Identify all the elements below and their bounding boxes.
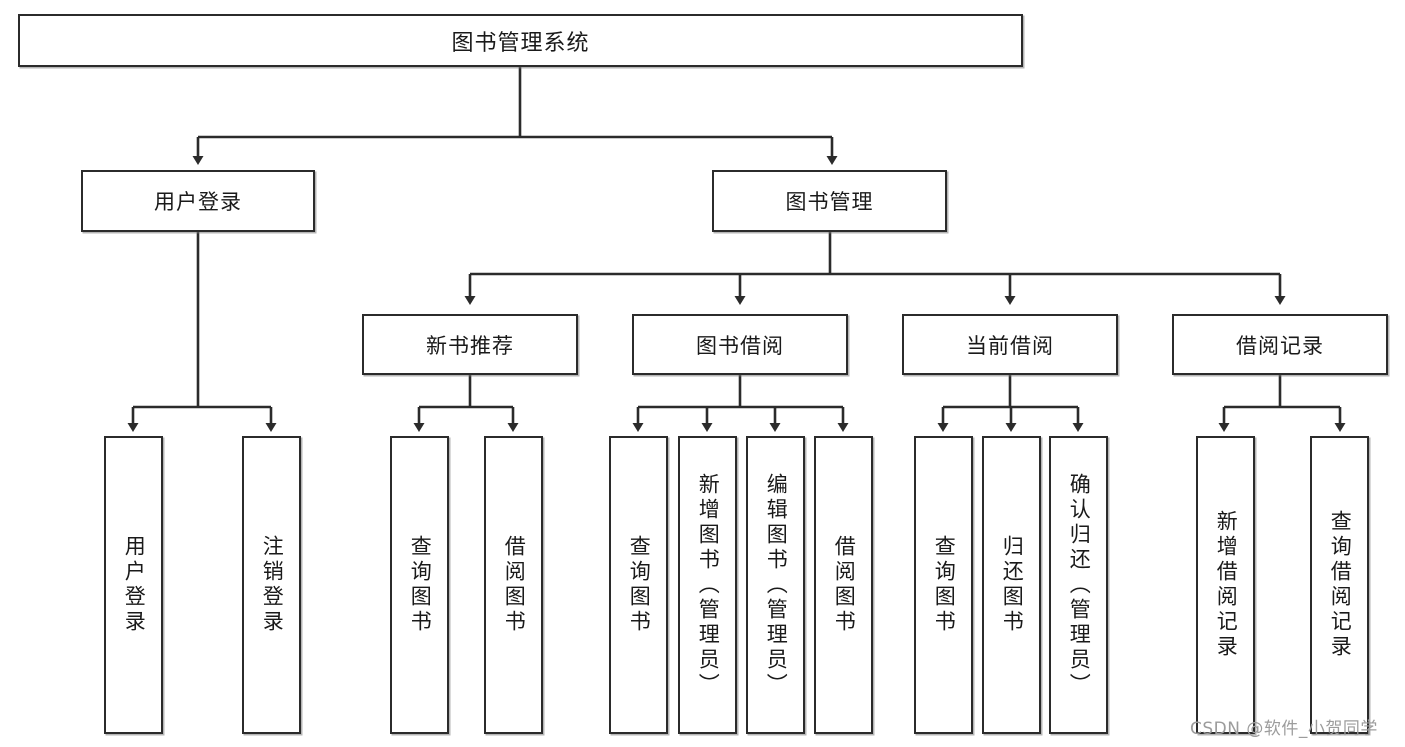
- node-label: 查询图书: [932, 535, 957, 635]
- node-borrow-record[interactable]: 借阅记录: [1172, 314, 1388, 375]
- node-label: 借阅图书: [832, 535, 857, 635]
- node-book-borrow[interactable]: 图书借阅: [632, 314, 848, 375]
- leaf-user-login[interactable]: 用户登录: [104, 436, 163, 734]
- node-label: 归还图书: [1000, 535, 1025, 635]
- leaf-borrow-edit-book-admin[interactable]: 编辑图书（管理员）: [746, 436, 805, 734]
- leaf-borrow-add-book-admin[interactable]: 新增图书（管理员）: [678, 436, 737, 734]
- node-current-borrow[interactable]: 当前借阅: [902, 314, 1118, 375]
- node-label: 新书推荐: [426, 333, 514, 358]
- leaf-recommend-query-book[interactable]: 查询图书: [390, 436, 449, 734]
- node-root-system[interactable]: 图书管理系统: [18, 14, 1023, 67]
- node-label: 图书借阅: [696, 333, 784, 358]
- leaf-borrow-borrow-book[interactable]: 借阅图书: [814, 436, 873, 734]
- node-label: 用户登录: [122, 535, 147, 635]
- leaf-user-logout[interactable]: 注销登录: [242, 436, 301, 734]
- watermark-text: CSDN @软件_小贺同学: [1190, 719, 1378, 739]
- node-new-book-recommend[interactable]: 新书推荐: [362, 314, 578, 375]
- node-label: 借阅图书: [502, 535, 527, 635]
- leaf-current-confirm-return-admin[interactable]: 确认归还（管理员）: [1049, 436, 1108, 734]
- node-label: 查询图书: [627, 535, 652, 635]
- node-book-management[interactable]: 图书管理: [712, 170, 947, 232]
- leaf-recommend-borrow-book[interactable]: 借阅图书: [484, 436, 543, 734]
- node-label: 图书管理系统: [451, 30, 590, 56]
- node-label: 图书管理: [785, 190, 874, 214]
- node-label: 查询图书: [408, 535, 433, 635]
- leaf-record-add-borrow-record[interactable]: 新增借阅记录: [1196, 436, 1255, 734]
- node-label: 用户登录: [154, 190, 242, 214]
- node-label: 注销登录: [260, 535, 285, 635]
- node-label: 查询借阅记录: [1328, 510, 1353, 660]
- node-label: 新增借阅记录: [1214, 510, 1239, 660]
- node-label: 确认归还（管理员）: [1067, 472, 1092, 698]
- node-label: 借阅记录: [1236, 333, 1324, 358]
- leaf-current-query-book[interactable]: 查询图书: [914, 436, 973, 734]
- leaf-borrow-query-book[interactable]: 查询图书: [609, 436, 668, 734]
- node-user-login[interactable]: 用户登录: [81, 170, 315, 232]
- node-label: 新增图书（管理员）: [696, 472, 721, 698]
- leaf-current-return-book[interactable]: 归还图书: [982, 436, 1041, 734]
- node-label: 编辑图书（管理员）: [764, 472, 789, 698]
- node-label: 当前借阅: [966, 333, 1054, 358]
- leaf-record-query-borrow-record[interactable]: 查询借阅记录: [1310, 436, 1369, 734]
